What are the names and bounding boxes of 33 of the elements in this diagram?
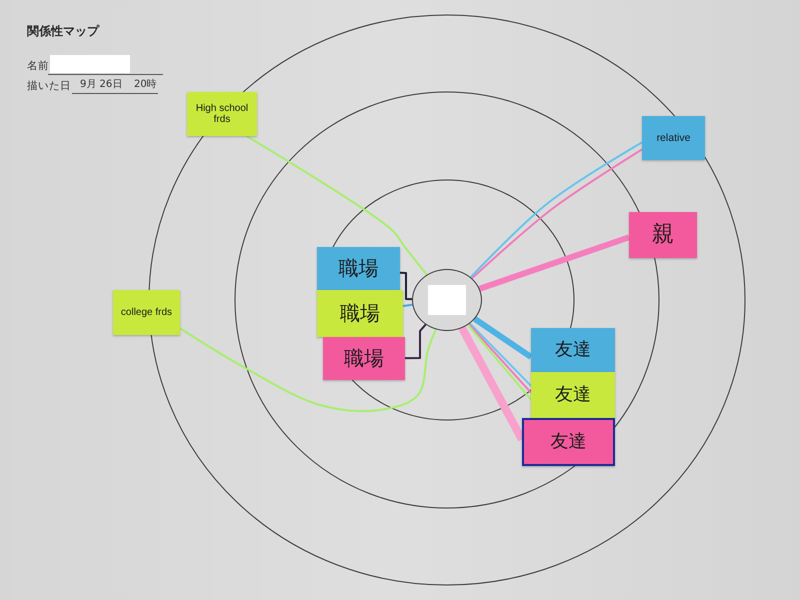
- connector-line: [478, 234, 630, 292]
- handwritten-time: 20時: [134, 79, 157, 90]
- note-text: 友達: [555, 384, 591, 406]
- sticky-note: [323, 337, 405, 380]
- sticky-note: [629, 212, 697, 258]
- sticky-note: [531, 328, 615, 372]
- center-circle: [412, 269, 482, 331]
- field-label: 描いた日: [27, 80, 71, 92]
- connector-line: [179, 327, 437, 412]
- sticky-note: [642, 116, 705, 160]
- note-text: 職場: [344, 347, 384, 370]
- sticky-note: [187, 92, 257, 136]
- connector-line: [400, 272, 412, 300]
- page-title: 関係性マップ: [27, 23, 99, 40]
- field-label: 名前: [27, 60, 49, 72]
- sticky-note: [522, 418, 615, 466]
- connector-line: [402, 304, 413, 307]
- handwritten-date: 9月 26日: [80, 79, 122, 90]
- note-text: relative: [656, 132, 690, 144]
- sticky-note: [531, 372, 615, 418]
- note-text: 職場: [338, 257, 378, 280]
- note-text: High school frds: [194, 102, 250, 126]
- connector-line: [246, 135, 428, 276]
- note-text: 友達: [555, 340, 591, 360]
- note-text: college frds: [120, 306, 172, 318]
- sticky-note: [317, 247, 400, 290]
- note-text: 職場: [340, 302, 380, 325]
- connector-line: [473, 316, 533, 360]
- note-text: 友達: [550, 432, 586, 452]
- connector-line: [405, 324, 426, 360]
- sticky-note: [113, 290, 180, 335]
- sticky-note: [317, 290, 403, 337]
- note-text: 親: [652, 222, 674, 248]
